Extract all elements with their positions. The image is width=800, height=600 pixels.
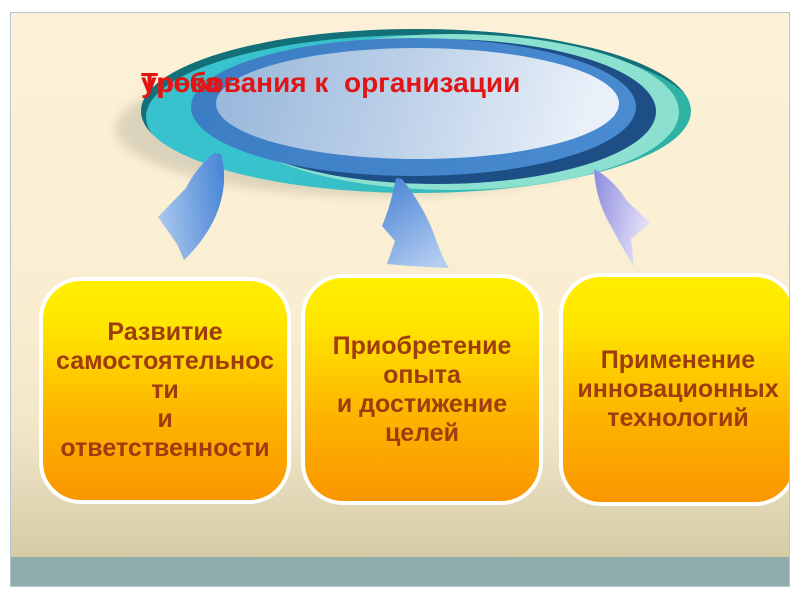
card-text-line: и [157, 405, 173, 433]
card-text-line: и достижение [336, 389, 508, 418]
card-text-line: опыта [383, 360, 461, 389]
slide-title-line-2: урока [141, 67, 220, 98]
card-experience-goals: Приобретение опыта и достижение целей [301, 274, 543, 505]
bottom-accent-bar [11, 557, 789, 586]
card-text-line: ти [151, 376, 179, 404]
card-text-line: технологий [607, 404, 749, 432]
card-text-line: Приобретение [332, 331, 512, 360]
slide-background: Требования к организации урока [10, 12, 790, 587]
card-text-line: ответственности [60, 434, 270, 462]
title-ellipse: Требования к организации урока [111, 26, 701, 211]
curved-down-arrow-icon [382, 178, 449, 268]
card-text-line: инновационных [577, 375, 779, 403]
curved-down-left-arrow-icon [158, 153, 225, 260]
card-innovative-technologies: Применение инновационных технологий [559, 273, 789, 506]
card-text-line: Применение [600, 346, 756, 374]
card-development-independence: Развитие самостоятельнос ти и ответствен… [39, 277, 291, 504]
ellipse-center [216, 48, 619, 159]
card-text-line: целей [384, 418, 460, 447]
card-text-line: самостоятельнос [56, 347, 274, 375]
curved-down-right-arrow-icon [594, 169, 650, 267]
card-text-line: Развитие [107, 318, 223, 346]
